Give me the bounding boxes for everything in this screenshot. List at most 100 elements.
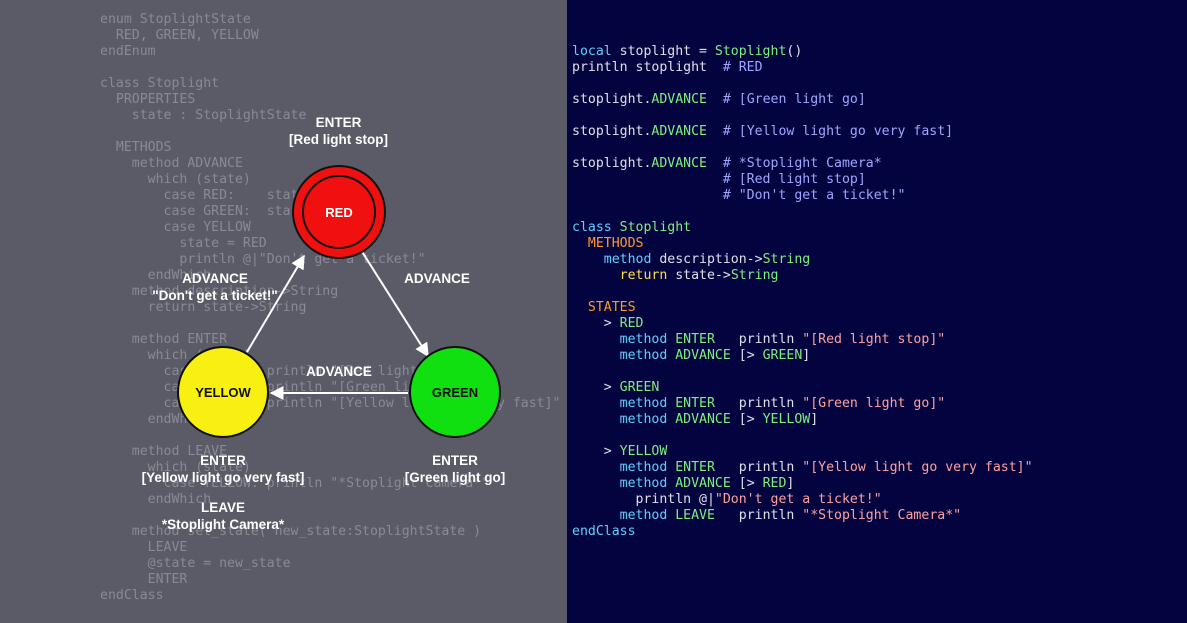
code-token: ] — [810, 412, 819, 427]
background-code-line: @state = new_state — [100, 556, 291, 571]
transition-yellow-red-note: "Don't get a ticket!" — [152, 288, 278, 303]
code-token: method — [619, 396, 668, 411]
yellow-leave-text: *Stoplight Camera* — [161, 517, 285, 532]
background-code-line: LEAVE — [100, 540, 188, 555]
background-code-line: which (state) — [100, 460, 251, 475]
code-token — [572, 396, 620, 411]
code-line — [572, 204, 1033, 220]
code-token: method — [619, 476, 668, 491]
code-panel — [567, 0, 1187, 623]
code-line: method description->String — [572, 252, 1033, 268]
code-line: return state->String — [572, 268, 1033, 284]
code-token — [572, 412, 620, 427]
background-code-line: state = RED — [100, 236, 267, 251]
code-token — [572, 348, 620, 363]
background-code-line: method description->String — [100, 284, 339, 299]
background-code-line: case YELLOW — [100, 220, 251, 235]
code-line — [572, 428, 1033, 444]
background-code-line: METHODS — [100, 140, 172, 155]
code-line: method ADVANCE [> GREEN] — [572, 348, 1033, 364]
arrow-yellow-to-red — [246, 254, 305, 353]
background-code-line: RED, GREEN, YELLOW — [100, 28, 259, 43]
code-token: [> — [730, 348, 763, 363]
red-enter-title: ENTER — [315, 115, 362, 130]
code-token: ADVANCE — [675, 412, 731, 427]
code-token: return — [619, 268, 668, 283]
code-line: println stoplight # RED — [572, 60, 1033, 76]
background-code-line: method ENTER — [100, 332, 228, 347]
code-token: [> — [730, 412, 763, 427]
code-line: STATES — [572, 300, 1033, 316]
code-token: method — [619, 348, 668, 363]
green-enter-text: [Green light go] — [404, 470, 506, 485]
code-token: "Don't get a ticket!" — [714, 492, 882, 507]
code-token: method — [619, 332, 668, 347]
code-token — [572, 476, 620, 491]
background-code-line: enum StoplightState — [100, 12, 251, 27]
code-token: > — [572, 380, 620, 395]
code-token: ADVANCE — [651, 92, 707, 107]
code-token: # RED — [722, 60, 763, 75]
code-token: ] — [802, 348, 811, 363]
code-token: println — [714, 460, 803, 475]
code-line: println @|"Don't get a ticket!" — [572, 492, 1033, 508]
transition-yellow-red-label: ADVANCE — [182, 271, 248, 286]
code-token — [572, 508, 620, 523]
code-token — [707, 92, 723, 107]
code-line — [572, 108, 1033, 124]
code-token: > — [572, 316, 620, 331]
code-token: method — [619, 508, 668, 523]
code-token: class — [572, 220, 612, 235]
yellow-enter-text: [Yellow light go very fast] — [141, 470, 305, 485]
code-token: # [Yellow light go very fast] — [722, 124, 954, 139]
diagram-panel — [0, 0, 567, 623]
code-token: "[Green light go]" — [802, 396, 946, 411]
background-code-line: which (state) — [100, 172, 251, 187]
background-code-line: PROPERTIES — [100, 92, 196, 107]
code-token: stoplight. — [572, 92, 652, 107]
code-line: method ENTER println "[Yellow light go v… — [572, 460, 1033, 476]
code-line: stoplight.ADVANCE # [Green light go] — [572, 92, 1033, 108]
code-token: GREEN — [619, 380, 660, 395]
code-token: YELLOW — [762, 412, 811, 427]
code-line: # "Don't get a ticket!" — [572, 188, 1033, 204]
code-line: local stoplight = Stoplight() — [572, 44, 1033, 60]
state-yellow-label: YELLOW — [195, 385, 251, 400]
code-token: ] — [786, 476, 795, 491]
state-green: GREEN — [409, 346, 501, 438]
background-code-line: class Stoplight — [100, 76, 220, 91]
state-green-label: GREEN — [432, 385, 478, 400]
code-token: local — [572, 44, 612, 59]
yellow-leave-title: LEAVE — [200, 500, 245, 515]
code-line: class Stoplight — [572, 220, 1033, 236]
code-line: method ENTER println "[Red light stop]" — [572, 332, 1033, 348]
background-code-line: endWhich — [100, 268, 212, 283]
arrow-red-to-green — [360, 249, 429, 358]
background-code-line: method LEAVE — [100, 444, 228, 459]
code-editor: local stoplight = Stoplight()println sto… — [572, 44, 1033, 540]
background-code-line: method set_state( new_state:StoplightSta… — [100, 524, 482, 539]
code-token: stoplight. — [572, 156, 652, 171]
background-code-line: endClass — [100, 588, 164, 603]
code-token: String — [762, 252, 811, 267]
code-token: "[Yellow light go very fast]" — [802, 460, 1033, 475]
background-code-line: state : StoplightState — [100, 108, 307, 123]
code-token: Stoplight — [619, 220, 692, 235]
code-token: description-> — [651, 252, 763, 267]
code-token: YELLOW — [619, 444, 668, 459]
code-token: # "Don't get a ticket!" — [722, 188, 906, 203]
code-line: METHODS — [572, 236, 1033, 252]
code-line — [572, 284, 1033, 300]
code-token: STATES — [587, 300, 636, 315]
transition-green-yellow-label: ADVANCE — [306, 364, 372, 379]
code-token: ENTER — [675, 460, 715, 475]
code-token: Stoplight — [714, 44, 787, 59]
code-token: println — [714, 396, 803, 411]
code-line: endClass — [572, 524, 1033, 540]
code-token — [612, 220, 620, 235]
background-code-line: println @|"Don't get a ticket!" — [100, 252, 426, 267]
code-line: method LEAVE println "*Stoplight Camera*… — [572, 508, 1033, 524]
background-code-line: case YELLOW: println "*Stoplight Camera*… — [100, 476, 490, 491]
code-token: method — [619, 460, 668, 475]
code-token: endClass — [572, 524, 636, 539]
